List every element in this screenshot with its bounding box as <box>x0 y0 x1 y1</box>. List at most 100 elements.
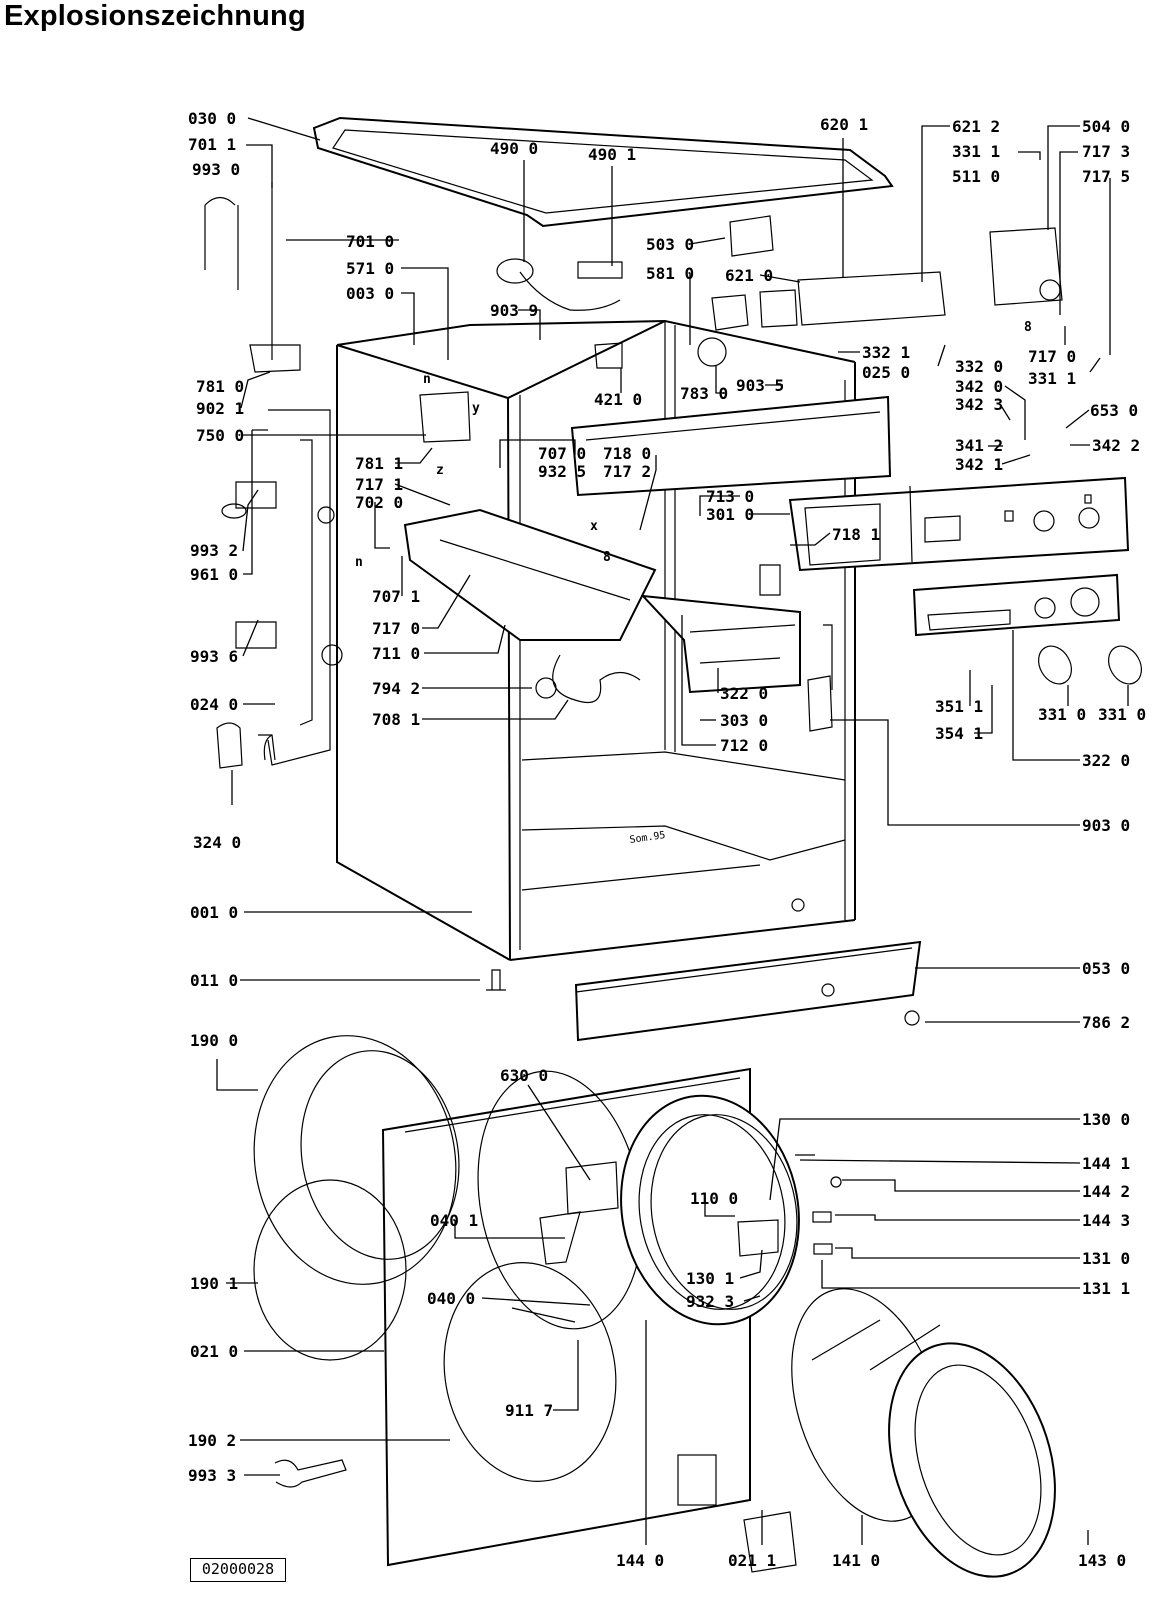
part-label: 144 3 <box>1082 1211 1130 1230</box>
part-label: 717 3 <box>1082 142 1130 161</box>
part-label: 490 1 <box>588 145 636 164</box>
part-label: 621 2 <box>952 117 1000 136</box>
part-label: 903 0 <box>1082 816 1130 835</box>
part-label: 144 1 <box>1082 1154 1130 1173</box>
part-label: 421 0 <box>594 390 642 409</box>
part-label: 717 0 <box>372 619 420 638</box>
part-label: 503 0 <box>646 235 694 254</box>
part-label: 717 5 <box>1082 167 1130 186</box>
part-label: 653 0 <box>1090 401 1138 420</box>
part-label: 021 0 <box>190 1342 238 1361</box>
part-label: 932 3 <box>686 1292 734 1311</box>
part-label: 190 0 <box>190 1031 238 1050</box>
annotation: z <box>436 463 444 478</box>
part-labels: 030 0 701 1 993 0 490 0 490 1 620 1 621 … <box>188 109 1146 1570</box>
part-label: 332 1 <box>862 343 910 362</box>
page-title: Explosionszeichnung <box>4 0 306 32</box>
part-label: 341 2 <box>955 436 1003 455</box>
part-label: 190 2 <box>188 1431 236 1450</box>
part-label: 621 0 <box>725 266 773 285</box>
part-label: 131 0 <box>1082 1249 1130 1268</box>
part-label: 620 1 <box>820 115 868 134</box>
part-label: 324 0 <box>193 833 241 852</box>
part-label: 322 0 <box>720 684 768 703</box>
part-label: 342 0 <box>955 377 1003 396</box>
part-label: 711 0 <box>372 644 420 663</box>
part-label: 630 0 <box>500 1066 548 1085</box>
part-label: 001 0 <box>190 903 238 922</box>
part-label: 143 0 <box>1078 1551 1126 1570</box>
part-label: 581 0 <box>646 264 694 283</box>
part-label: 932 5 <box>538 462 586 481</box>
part-label: 021 1 <box>728 1551 776 1570</box>
part-label: 786 2 <box>1082 1013 1130 1032</box>
part-label: 903 5 <box>736 376 784 395</box>
part-label: 011 0 <box>190 971 238 990</box>
part-label: 144 2 <box>1082 1182 1130 1201</box>
part-label: 571 0 <box>346 259 394 278</box>
part-label: 110 0 <box>690 1189 738 1208</box>
drawing-number: 02000028 <box>190 1558 286 1582</box>
part-label: 301 0 <box>706 505 754 524</box>
leader-lines <box>216 117 1129 1545</box>
part-label: 331 0 <box>1098 705 1146 724</box>
part-label: 003 0 <box>346 284 394 303</box>
part-label: 040 0 <box>427 1289 475 1308</box>
part-label: 961 0 <box>190 565 238 584</box>
part-label: 701 1 <box>188 135 236 154</box>
part-label: 053 0 <box>1082 959 1130 978</box>
part-label: 993 0 <box>192 160 240 179</box>
part-label: 708 1 <box>372 710 420 729</box>
part-label: 911 7 <box>505 1401 553 1420</box>
part-label: 331 1 <box>1028 369 1076 388</box>
cabinet-body <box>204 116 1142 1578</box>
part-label: 351 1 <box>935 697 983 716</box>
part-label: 322 0 <box>1082 751 1130 770</box>
part-label: 713 0 <box>706 487 754 506</box>
annotation: Som.95 <box>629 830 666 846</box>
annotation: n <box>423 372 431 387</box>
part-label: 718 0 <box>603 444 651 463</box>
annotations: n y z n x 8 8 Som.95 <box>355 320 1032 846</box>
annotation: n <box>355 555 363 570</box>
part-label: 993 3 <box>188 1466 236 1485</box>
part-label: 332 0 <box>955 357 1003 376</box>
part-label: 717 2 <box>603 462 651 481</box>
part-label: 903 9 <box>490 301 538 320</box>
annotation: 8 <box>603 550 611 565</box>
part-label: 702 0 <box>355 493 403 512</box>
part-label: 144 0 <box>616 1551 664 1570</box>
part-label: 750 0 <box>196 426 244 445</box>
part-label: 717 1 <box>355 475 403 494</box>
part-label: 504 0 <box>1082 117 1130 136</box>
annotation: y <box>472 401 480 416</box>
part-label: 342 2 <box>1092 436 1140 455</box>
part-label: 303 0 <box>720 711 768 730</box>
part-label: 712 0 <box>720 736 768 755</box>
part-label: 331 1 <box>952 142 1000 161</box>
part-label: 141 0 <box>832 1551 880 1570</box>
part-label: 707 1 <box>372 587 420 606</box>
part-label: 024 0 <box>190 695 238 714</box>
part-label: 190 1 <box>190 1274 238 1293</box>
part-label: 342 3 <box>955 395 1003 414</box>
part-label: 993 2 <box>190 541 238 560</box>
part-label: 040 1 <box>430 1211 478 1230</box>
part-label: 717 0 <box>1028 347 1076 366</box>
part-label: 354 1 <box>935 724 983 743</box>
part-label: 025 0 <box>862 363 910 382</box>
part-label: 490 0 <box>490 139 538 158</box>
part-label: 718 1 <box>832 525 880 544</box>
part-label: 794 2 <box>372 679 420 698</box>
part-label: 342 1 <box>955 455 1003 474</box>
part-label: 783 0 <box>680 384 728 403</box>
annotation: 8 <box>1024 320 1032 335</box>
part-label: 902 1 <box>196 399 244 418</box>
part-label: 781 1 <box>355 454 403 473</box>
part-label: 701 0 <box>346 232 394 251</box>
part-label: 707 0 <box>538 444 586 463</box>
part-label: 030 0 <box>188 109 236 128</box>
part-label: 130 1 <box>686 1269 734 1288</box>
part-label: 331 0 <box>1038 705 1086 724</box>
